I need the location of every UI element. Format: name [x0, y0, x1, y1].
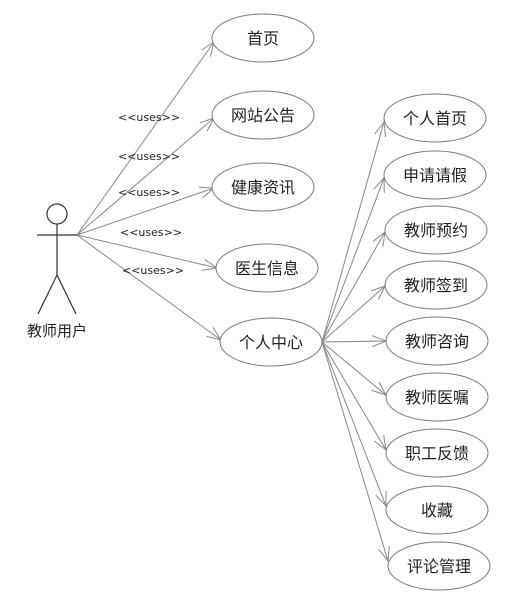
use-case-appointment[interactable]: 教师预约	[384, 205, 488, 255]
use-case-ellipse	[387, 541, 491, 591]
use-case-home[interactable]: 首页	[211, 13, 315, 63]
use-case-label: 个人首页	[403, 109, 467, 128]
association-line-advice	[321, 341, 387, 396]
stereotype-label: <<uses>>	[120, 226, 182, 239]
use-case-ellipse	[211, 13, 315, 63]
actor-head	[46, 203, 68, 225]
use-case-ellipse	[219, 317, 323, 367]
use-case-label: 收藏	[421, 501, 453, 520]
use-case-ellipse	[385, 372, 489, 422]
association-line-personal-home	[321, 121, 385, 343]
use-case-ellipse	[383, 150, 487, 200]
stereotype-label: <<uses>>	[122, 264, 184, 277]
use-case-label: 评论管理	[407, 557, 471, 576]
association-lines	[76, 40, 390, 563]
use-case-ellipse	[384, 205, 488, 255]
use-case-label: 教师预约	[404, 221, 468, 240]
use-case-ellipse	[385, 485, 489, 535]
association-line-consult	[321, 340, 387, 343]
use-case-comments[interactable]: 评论管理	[387, 541, 491, 591]
use-case-ellipse	[211, 90, 315, 140]
use-case-label: 教师医嘱	[405, 388, 469, 407]
association-line-favorites	[321, 341, 387, 507]
use-case-signin[interactable]: 教师签到	[384, 260, 488, 310]
actor-label: 教师用户	[27, 322, 87, 340]
use-case-leave[interactable]: 申请请假	[383, 150, 487, 200]
association-line-leave	[321, 177, 385, 343]
use-case-label: 网站公告	[231, 106, 295, 125]
association-line-feedback	[321, 341, 387, 451]
stereotype-label: <<uses>>	[118, 186, 180, 199]
stereotype-labels: <<uses>> <<uses>> <<uses>> <<uses>> <<us…	[118, 111, 184, 277]
use-case-ellipse	[383, 93, 487, 143]
use-case-advice[interactable]: 教师医嘱	[385, 372, 489, 422]
stereotype-label: <<uses>>	[118, 150, 180, 163]
arrowhead	[378, 546, 390, 563]
use-case-ellipse	[385, 316, 489, 366]
use-case-label: 教师签到	[404, 276, 468, 295]
actor-left-leg	[37, 274, 58, 315]
use-case-center[interactable]: 个人中心	[219, 317, 323, 367]
use-case-label: 职工反馈	[405, 444, 469, 463]
use-case-ellipse	[215, 243, 319, 293]
use-case-favorites[interactable]: 收藏	[385, 485, 489, 535]
association-line-appointment	[321, 231, 386, 343]
arrowhead	[375, 490, 387, 508]
actor-right-leg	[56, 274, 77, 315]
use-case-ellipse	[384, 260, 488, 310]
use-case-personal-home[interactable]: 个人首页	[383, 93, 487, 143]
use-case-feedback[interactable]: 职工反馈	[385, 428, 489, 478]
stereotype-label: <<uses>>	[118, 111, 180, 124]
association-line-comments	[321, 341, 389, 562]
actor-teacher[interactable]: 教师用户	[27, 203, 87, 340]
use-case-label: 教师咨询	[405, 332, 469, 351]
use-case-label: 健康资讯	[231, 178, 295, 197]
use-case-doctor[interactable]: 医生信息	[215, 243, 319, 293]
association-line-home	[76, 41, 215, 236]
use-case-label: 申请请假	[403, 166, 467, 185]
association-line-health	[76, 187, 215, 236]
association-line-signin	[321, 285, 386, 343]
association-line-notice	[76, 117, 215, 236]
use-case-label: 首页	[247, 29, 279, 48]
association-line-center	[76, 234, 222, 341]
use-case-label: 个人中心	[239, 333, 303, 352]
arrowhead	[374, 120, 387, 137]
association-line-doctor	[76, 234, 218, 269]
use-case-notice[interactable]: 网站公告	[211, 90, 315, 140]
use-case-ellipse	[385, 428, 489, 478]
use-case-ellipse	[211, 162, 315, 212]
use-case-health[interactable]: 健康资讯	[211, 162, 315, 212]
use-case-consult[interactable]: 教师咨询	[385, 316, 489, 366]
use-case-label: 医生信息	[235, 259, 299, 278]
